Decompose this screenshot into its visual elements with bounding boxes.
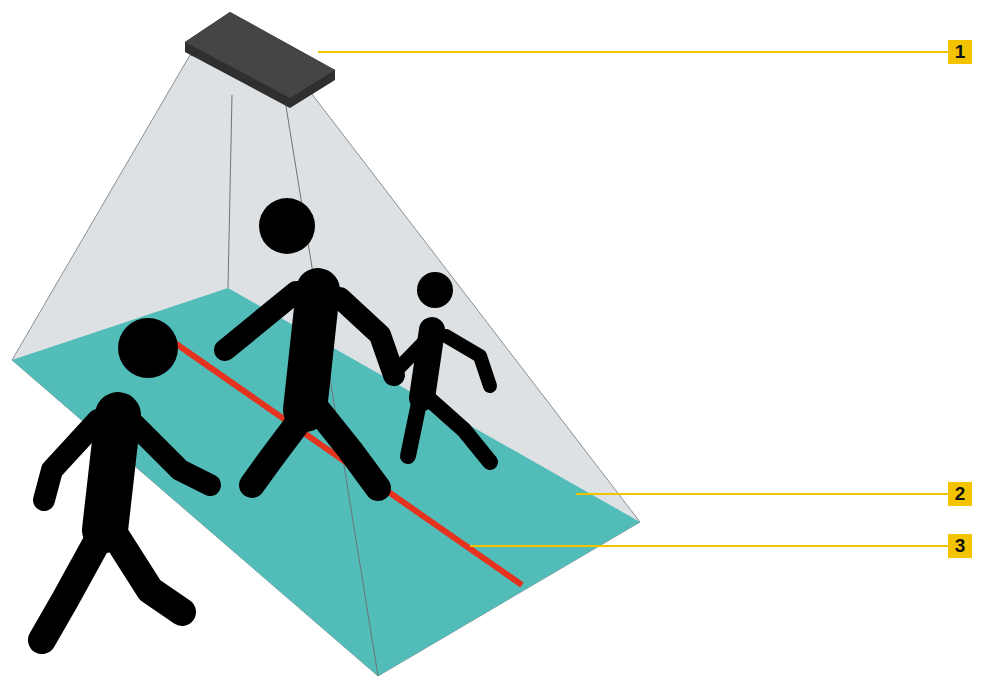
floor-area bbox=[12, 288, 640, 676]
adult-figure bbox=[225, 198, 394, 488]
sensor-body bbox=[185, 12, 335, 108]
view-edge bbox=[228, 95, 232, 288]
field-of-view bbox=[12, 55, 640, 676]
adult-figure bbox=[42, 318, 210, 640]
leader-line bbox=[318, 51, 948, 53]
sensor-top bbox=[185, 12, 335, 98]
callout-number: 1 bbox=[948, 40, 972, 64]
counting-line bbox=[165, 336, 522, 585]
callout-number: 2 bbox=[948, 482, 972, 506]
callout-number: 3 bbox=[948, 534, 972, 558]
leader-line bbox=[576, 493, 948, 495]
child-figure bbox=[395, 272, 490, 462]
view-edge bbox=[285, 100, 378, 676]
leader-line bbox=[470, 545, 948, 547]
